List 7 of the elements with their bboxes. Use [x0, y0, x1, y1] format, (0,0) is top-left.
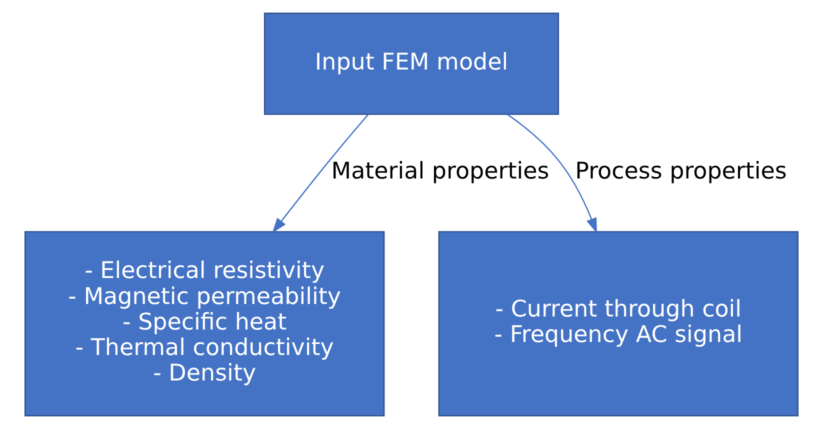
edge-label: Material properties [330, 158, 549, 185]
node-box: Input FEM model [263, 12, 559, 115]
node-box: - Electrical resistivity - Magnetic permeability - Specific heat - Thermal conductivity - Density [24, 231, 384, 416]
arrow [506, 114, 596, 234]
node-box: - Current through coil - Frequency AC signal [438, 231, 798, 416]
edge-label: Process properties [574, 158, 786, 185]
arrow [272, 114, 368, 234]
